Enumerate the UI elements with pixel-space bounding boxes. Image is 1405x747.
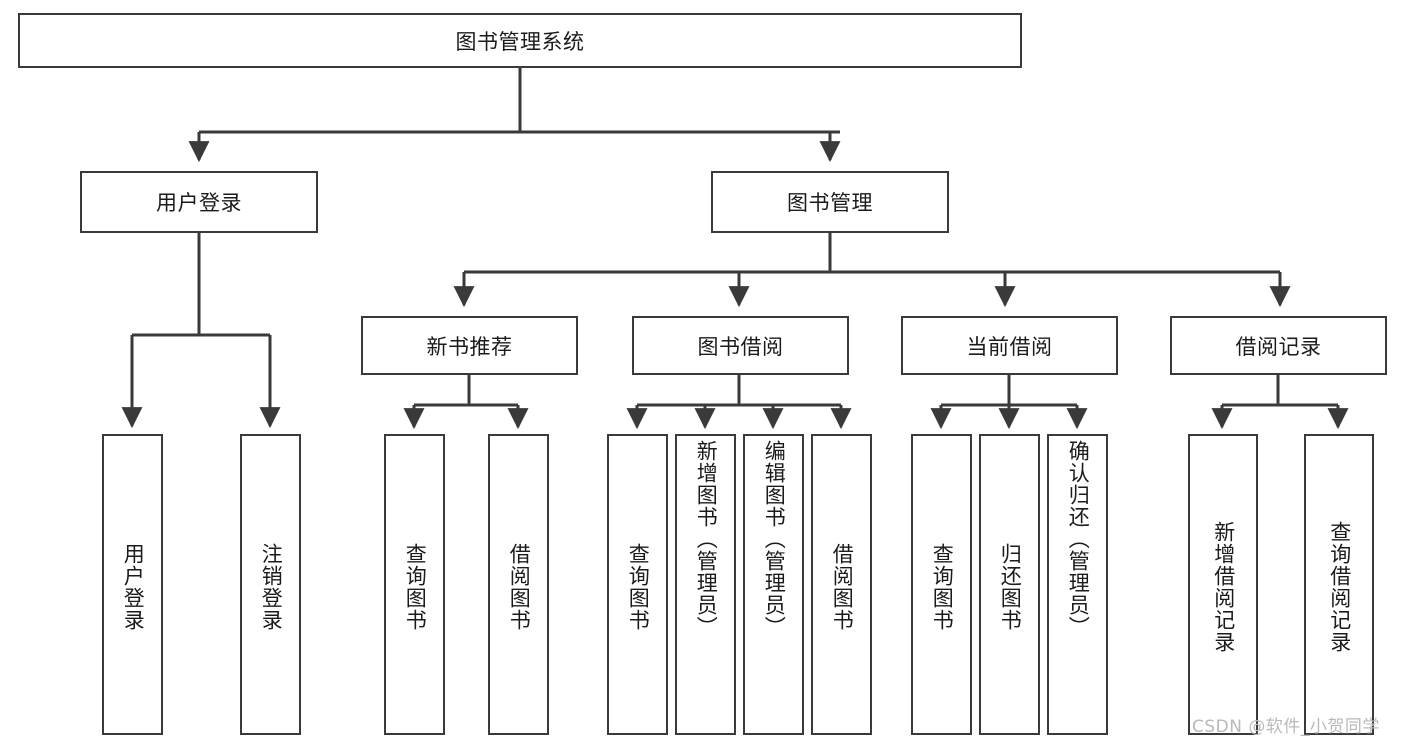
leaf-label: 查询借阅记录	[1327, 520, 1352, 653]
node-leaf-borrow-book-2[interactable]: 借阅图书	[811, 434, 872, 735]
node-leaf-borrow-book-1[interactable]: 借阅图书	[488, 434, 549, 735]
leaf-label: 借阅图书	[830, 542, 855, 631]
leaf-label: 注销登录	[259, 542, 284, 631]
leaf-label: 确认归还（管理员）	[1066, 440, 1091, 638]
leaf-label: 查询图书	[403, 542, 428, 631]
leaf-label: 用户登录	[121, 542, 146, 631]
node-leaf-query-record[interactable]: 查询借阅记录	[1304, 434, 1374, 735]
node-current-borrow[interactable]: 当前借阅	[901, 316, 1118, 375]
node-new-book-recommend[interactable]: 新书推荐	[361, 316, 578, 375]
leaf-label: 查询图书	[626, 542, 651, 631]
node-root[interactable]: 图书管理系统	[18, 13, 1022, 68]
node-leaf-user-login[interactable]: 用户登录	[102, 434, 163, 735]
leaf-label: 查询图书	[930, 542, 955, 631]
node-book-manage[interactable]: 图书管理	[711, 171, 949, 233]
node-borrow-record[interactable]: 借阅记录	[1170, 316, 1387, 375]
node-leaf-confirm-return[interactable]: 确认归还（管理员）	[1047, 434, 1108, 735]
leaf-label: 新增借阅记录	[1211, 520, 1236, 653]
node-user-login[interactable]: 用户登录	[80, 171, 318, 233]
leaf-label: 借阅图书	[507, 542, 532, 631]
leaf-label: 编辑图书（管理员）	[762, 440, 787, 638]
node-leaf-add-record[interactable]: 新增借阅记录	[1188, 434, 1258, 735]
node-leaf-user-logout[interactable]: 注销登录	[240, 434, 301, 735]
leaf-label: 新增图书（管理员）	[694, 440, 719, 638]
node-leaf-edit-book[interactable]: 编辑图书（管理员）	[743, 434, 804, 735]
node-leaf-query-book-3[interactable]: 查询图书	[911, 434, 972, 735]
node-leaf-query-book-2[interactable]: 查询图书	[607, 434, 668, 735]
node-leaf-return-book[interactable]: 归还图书	[979, 434, 1040, 735]
leaf-label: 归还图书	[998, 542, 1023, 631]
node-book-borrow[interactable]: 图书借阅	[632, 316, 849, 375]
node-leaf-query-book-1[interactable]: 查询图书	[384, 434, 445, 735]
node-leaf-add-book[interactable]: 新增图书（管理员）	[675, 434, 736, 735]
